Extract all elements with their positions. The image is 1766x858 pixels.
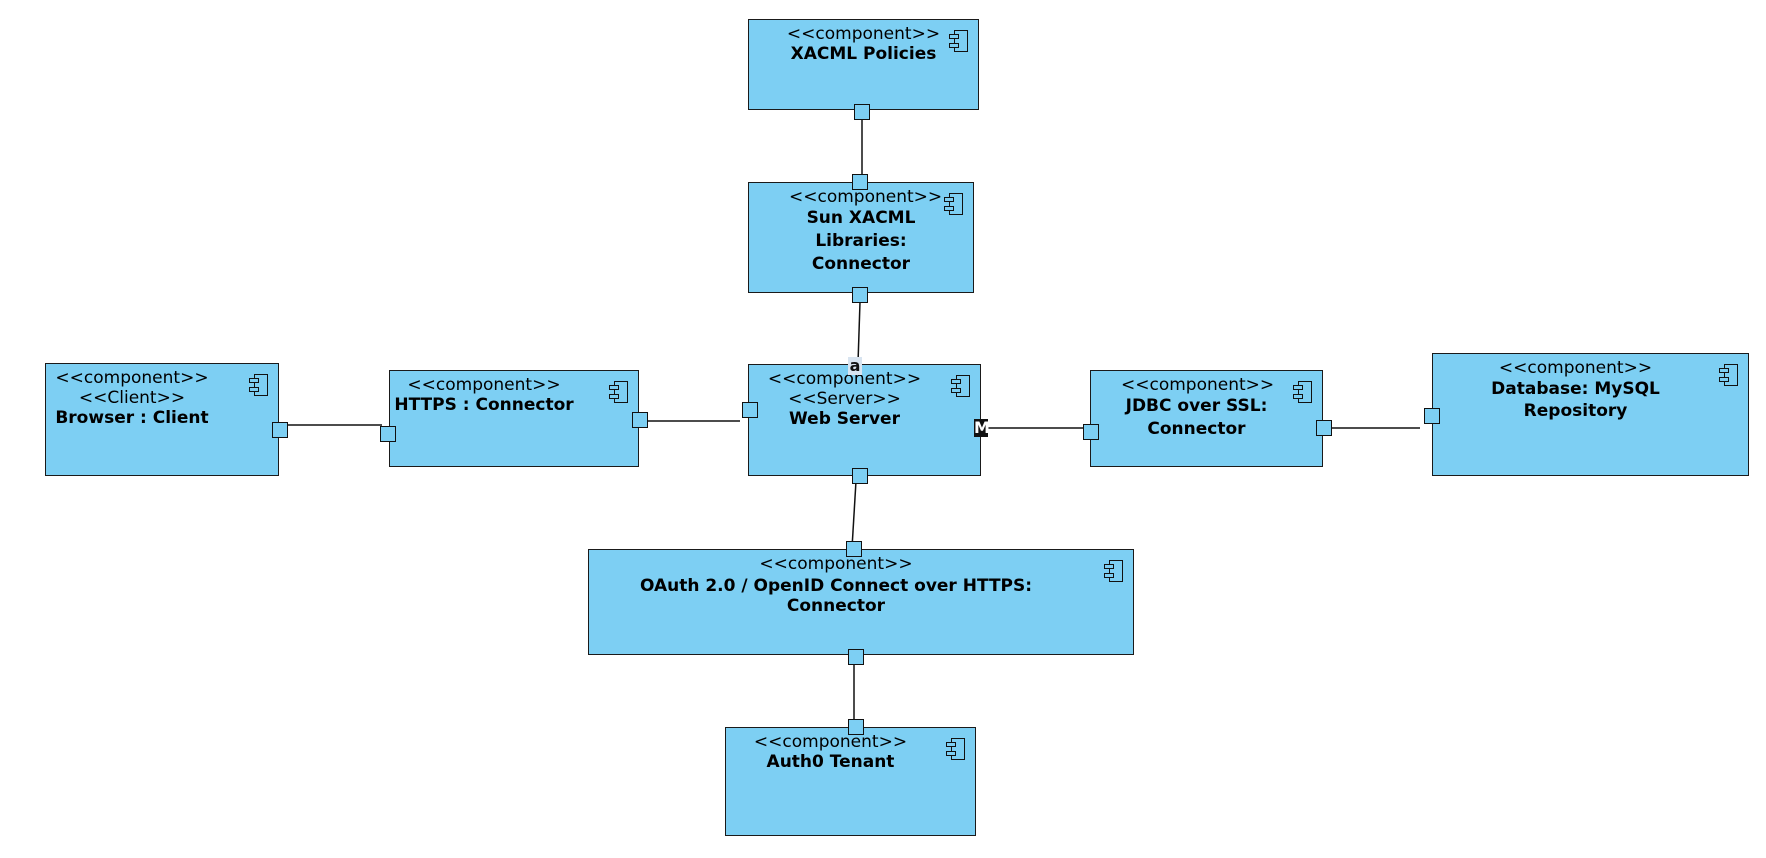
- component-icon: [949, 30, 968, 52]
- port-marker-m: M: [974, 418, 990, 437]
- stereotype-label: <<component>>: [1498, 358, 1653, 378]
- stereotype-label: <<component>>: [759, 554, 913, 574]
- server-stereotype-label: <<Server>>: [788, 389, 901, 409]
- component-name: Web Server: [789, 409, 900, 429]
- port-marker-a: a: [848, 356, 862, 375]
- port-browser-right[interactable]: [272, 422, 288, 438]
- component-name: OAuth 2.0 / OpenID Connect over HTTPS: C…: [639, 576, 1033, 616]
- stereotype-label: <<component>>: [786, 24, 941, 44]
- port-database-left[interactable]: [1424, 408, 1440, 424]
- port-https-right[interactable]: [632, 412, 648, 428]
- port-https-left[interactable]: [380, 426, 396, 442]
- component-icon: [946, 738, 965, 760]
- component-oauth-connector[interactable]: <<component>> OAuth 2.0 / OpenID Connect…: [588, 549, 1134, 655]
- component-name: Database: MySQL Repository: [1491, 379, 1660, 421]
- port-webserver-left[interactable]: [742, 402, 758, 418]
- component-icon: [1293, 381, 1312, 403]
- port-jdbc-left[interactable]: [1083, 424, 1099, 440]
- component-web-server[interactable]: <<component>> <<Server>> Web Server: [748, 364, 981, 476]
- stereotype-label: <<component>>: [753, 732, 908, 752]
- port-oauth-bottom[interactable]: [848, 649, 864, 665]
- component-name: Browser : Client: [55, 408, 209, 428]
- component-icon: [609, 381, 628, 403]
- stereotype-label: <<component>>: [55, 368, 209, 388]
- port-xacml-policies-bottom[interactable]: [854, 104, 870, 120]
- component-sun-xacml[interactable]: <<component>> Sun XACML Libraries: Conne…: [748, 182, 974, 293]
- port-sunxacml-top[interactable]: [852, 174, 868, 190]
- component-name: XACML Policies: [790, 44, 937, 64]
- component-https-connector[interactable]: <<component>> HTTPS : Connector: [389, 370, 639, 467]
- component-icon: [944, 193, 963, 215]
- component-browser-client[interactable]: <<component>> <<Client>> Browser : Clien…: [45, 363, 279, 476]
- link-sunxacml-webserver: [857, 301, 861, 364]
- component-icon: [249, 374, 268, 396]
- stereotype-label: <<component>>: [407, 375, 561, 395]
- stereotype-label: <<component>>: [1121, 375, 1275, 395]
- client-stereotype-label: <<Client>>: [78, 388, 186, 408]
- stereotype-label: <<component>>: [767, 369, 922, 389]
- port-oauth-top[interactable]: [846, 541, 862, 557]
- component-database[interactable]: <<component>> Database: MySQL Repository: [1432, 353, 1749, 476]
- component-name: HTTPS : Connector: [394, 395, 574, 415]
- component-xacml-policies[interactable]: <<component>> XACML Policies: [748, 19, 979, 110]
- component-name: Sun XACML Libraries: Connector: [806, 208, 916, 274]
- port-sunxacml-bottom[interactable]: [852, 287, 868, 303]
- component-auth0-tenant[interactable]: <<component>> Auth0 Tenant: [725, 727, 976, 836]
- component-icon: [951, 375, 970, 397]
- port-auth0-top[interactable]: [848, 719, 864, 735]
- port-webserver-bottom[interactable]: [852, 468, 868, 484]
- port-jdbc-right[interactable]: [1316, 420, 1332, 436]
- link-webserver-oauth: [851, 480, 857, 549]
- component-name: Auth0 Tenant: [766, 752, 895, 772]
- component-icon: [1104, 560, 1123, 582]
- stereotype-label: <<component>>: [789, 187, 943, 207]
- component-icon: [1719, 364, 1738, 386]
- component-name: JDBC over SSL: Connector: [1125, 396, 1268, 439]
- component-jdbc-connector[interactable]: <<component>> JDBC over SSL: Connector: [1090, 370, 1323, 467]
